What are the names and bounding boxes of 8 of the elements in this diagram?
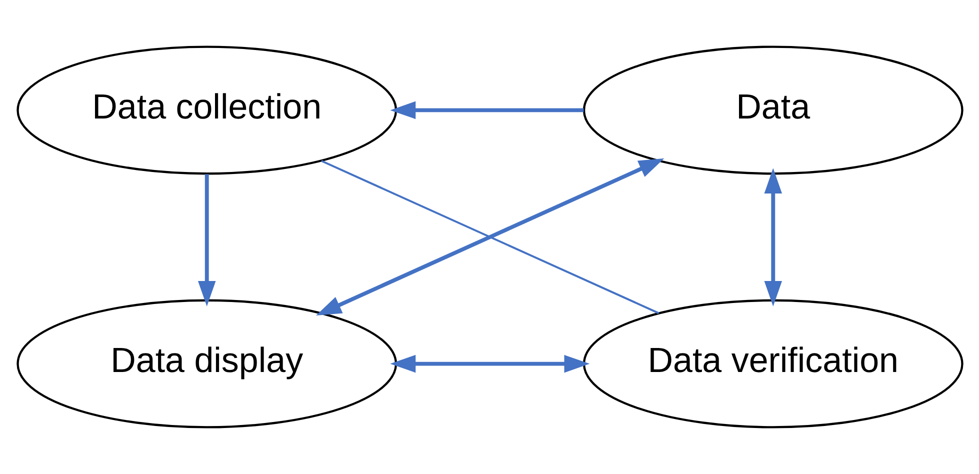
node-ellipse: Data display (16, 299, 397, 428)
arrow (390, 354, 590, 373)
arrow (390, 101, 584, 120)
node-ellipse: Data collection (16, 46, 397, 175)
node-ellipse: Data (582, 46, 963, 175)
arrow (764, 168, 782, 306)
node-ellipse: Data verification (582, 299, 963, 428)
arrow (197, 174, 216, 306)
